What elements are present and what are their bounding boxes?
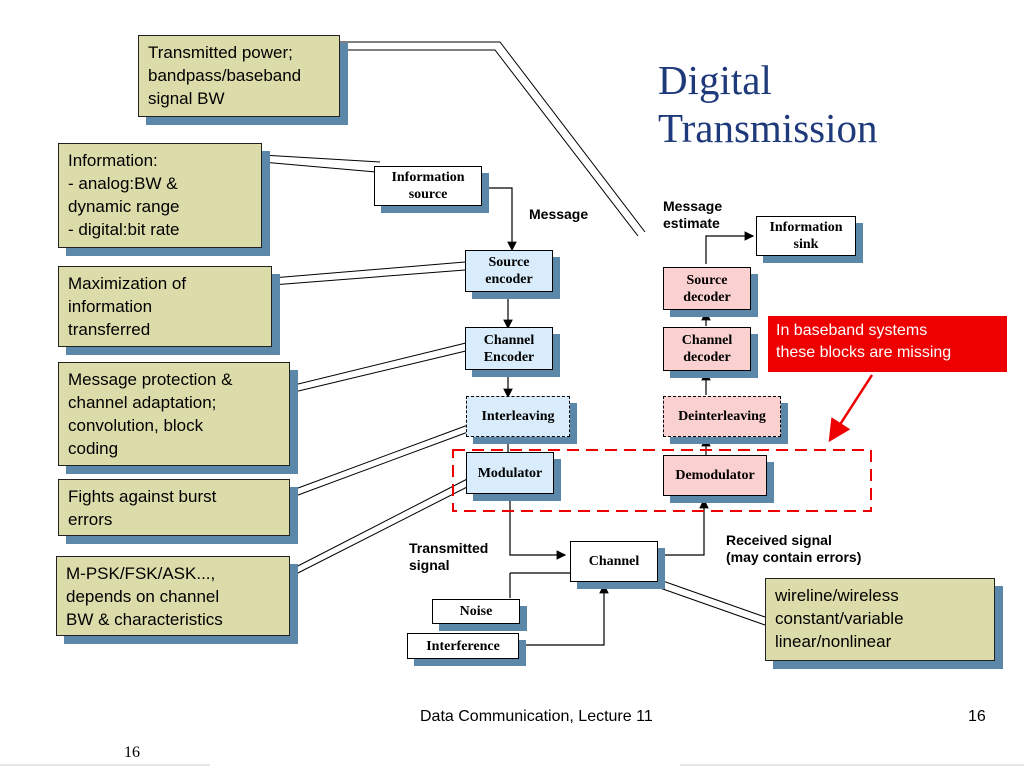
callout-channel-types: wireline/wireless constant/variable line… — [765, 578, 995, 661]
information-sink-block: Information sink — [756, 216, 856, 256]
channel-block: Channel — [570, 541, 658, 582]
received-signal-label: Received signal (may contain errors) — [726, 532, 862, 565]
message-estimate-label: Message estimate — [663, 198, 723, 231]
modulator-block: Modulator — [466, 452, 554, 494]
missing-blocks-outline — [452, 449, 872, 512]
information-source-block: Information source — [374, 166, 482, 206]
demodulator-block: Demodulator — [663, 455, 767, 496]
channel-decoder-block: Channel decoder — [663, 327, 751, 371]
message-label: Message — [529, 206, 589, 222]
slide-title: Digital Transmission — [658, 57, 878, 151]
noise-block: Noise — [432, 599, 520, 624]
footer-rule-right — [680, 764, 1024, 766]
footer-rule-left — [0, 764, 210, 766]
interleaving-block: Interleaving — [466, 396, 570, 437]
transmitted-signal-label: Transmitted signal — [409, 540, 489, 573]
source-decoder-block: Source decoder — [663, 267, 751, 310]
interference-block: Interference — [407, 633, 519, 659]
slide-number: 16 — [124, 744, 140, 761]
deinterleaving-block: Deinterleaving — [663, 396, 781, 437]
callout-leaders — [261, 41, 766, 626]
footer-course: Data Communication, Lecture 11 — [420, 708, 653, 725]
footer-page-number: 16 — [968, 708, 986, 725]
channel-encoder-block: Channel Encoder — [465, 327, 553, 370]
callout-message-protection: Message protection & channel adaptation;… — [58, 362, 290, 466]
callout-modulation-types: M-PSK/FSK/ASK..., depends on channel BW … — [56, 556, 290, 636]
callout-information: Information: - analog:BW & dynamic range… — [58, 143, 262, 248]
baseband-note: In baseband systems these blocks are mis… — [768, 316, 1007, 372]
source-encoder-block: Source encoder — [465, 250, 553, 292]
callout-transmitted-power: Transmitted power; bandpass/baseband sig… — [138, 35, 340, 117]
callout-maximization: Maximization of information transferred — [58, 266, 272, 347]
note-arrow — [828, 374, 874, 443]
callout-burst-errors: Fights against burst errors — [58, 479, 290, 536]
